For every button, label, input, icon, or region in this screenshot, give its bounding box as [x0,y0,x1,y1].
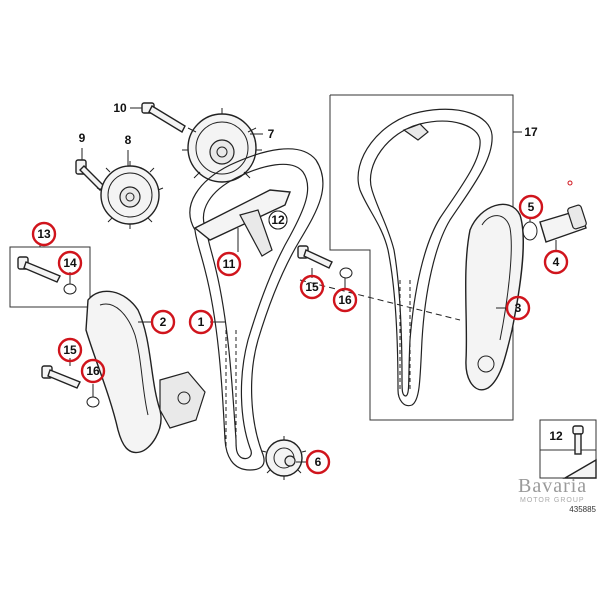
exhaust-sprocket-part-8 [96,150,164,229]
highlight-ring-16-lower [80,358,106,384]
pin-part-13 [17,243,61,283]
legend-box-part-12 [539,419,597,479]
label-1: 1 [198,315,205,329]
highlight-ring-14 [57,250,83,276]
label-16-upper: 16 [338,293,352,307]
highlight-ring-4 [543,249,569,275]
highlight-ring-3 [505,295,531,321]
label-9: 9 [79,131,86,145]
label-13: 13 [37,227,51,241]
seal-ring-part-16-lower [86,384,100,408]
pin-part-15-lower [41,358,81,389]
highlight-ring-13 [31,221,57,247]
seal-ring-part-5 [522,218,538,241]
reference-number: 435885 [569,505,596,514]
tensioner-rail-part-2 [85,290,206,454]
watermark-sub: MOTOR GROUP [520,497,585,504]
crankshaft-sprocket-part-6 [261,436,308,480]
chain-kit-part-17 [357,108,493,407]
label-11: 11 [223,257,236,271]
guide-rail-part-3 [465,203,524,391]
label-14: 14 [63,256,77,270]
chain-tensioner-part-4 [539,204,587,252]
label-15-lower: 15 [63,343,77,357]
highlight-ring-5 [518,194,544,220]
label-2: 2 [160,315,167,329]
camshaft-sprocket-part-7 [182,108,263,183]
highlight-ring-15-upper [299,274,325,300]
highlight-ring-16-upper [332,287,358,313]
highlight-ring-15-lower [57,337,83,363]
highlight-ring-11 [216,251,242,277]
marker-dot [567,180,573,186]
seal-ring-part-14 [63,272,77,295]
timing-chain-part-1 [189,148,324,471]
label-15-upper: 15 [305,280,319,294]
label-6: 6 [315,455,322,469]
label-16-lower: 16 [86,364,100,378]
pin-part-15-upper [297,245,333,278]
plain-ring-12 [268,210,288,230]
guide-rail-part-11 [193,189,291,257]
label-17: 17 [524,125,538,139]
label-8: 8 [125,133,132,147]
label-4: 4 [553,255,560,269]
label-5: 5 [528,200,535,214]
legend-label-12: 12 [549,429,563,443]
highlight-ring-2 [150,309,176,335]
frame-part-17 [329,94,514,421]
bolt-part-9 [75,148,105,191]
bolt-part-10 [130,102,186,133]
highlight-ring-6 [305,449,331,475]
highlight-ring-1 [188,309,214,335]
label-7: 7 [268,127,275,141]
axis-line [299,279,461,321]
label-12: 12 [271,213,285,227]
watermark-brand: Bavaria [518,475,587,497]
label-3: 3 [515,301,522,315]
seal-ring-part-16-upper [339,267,353,288]
label-10: 10 [113,101,127,115]
frame-parts-13-14 [9,246,91,308]
